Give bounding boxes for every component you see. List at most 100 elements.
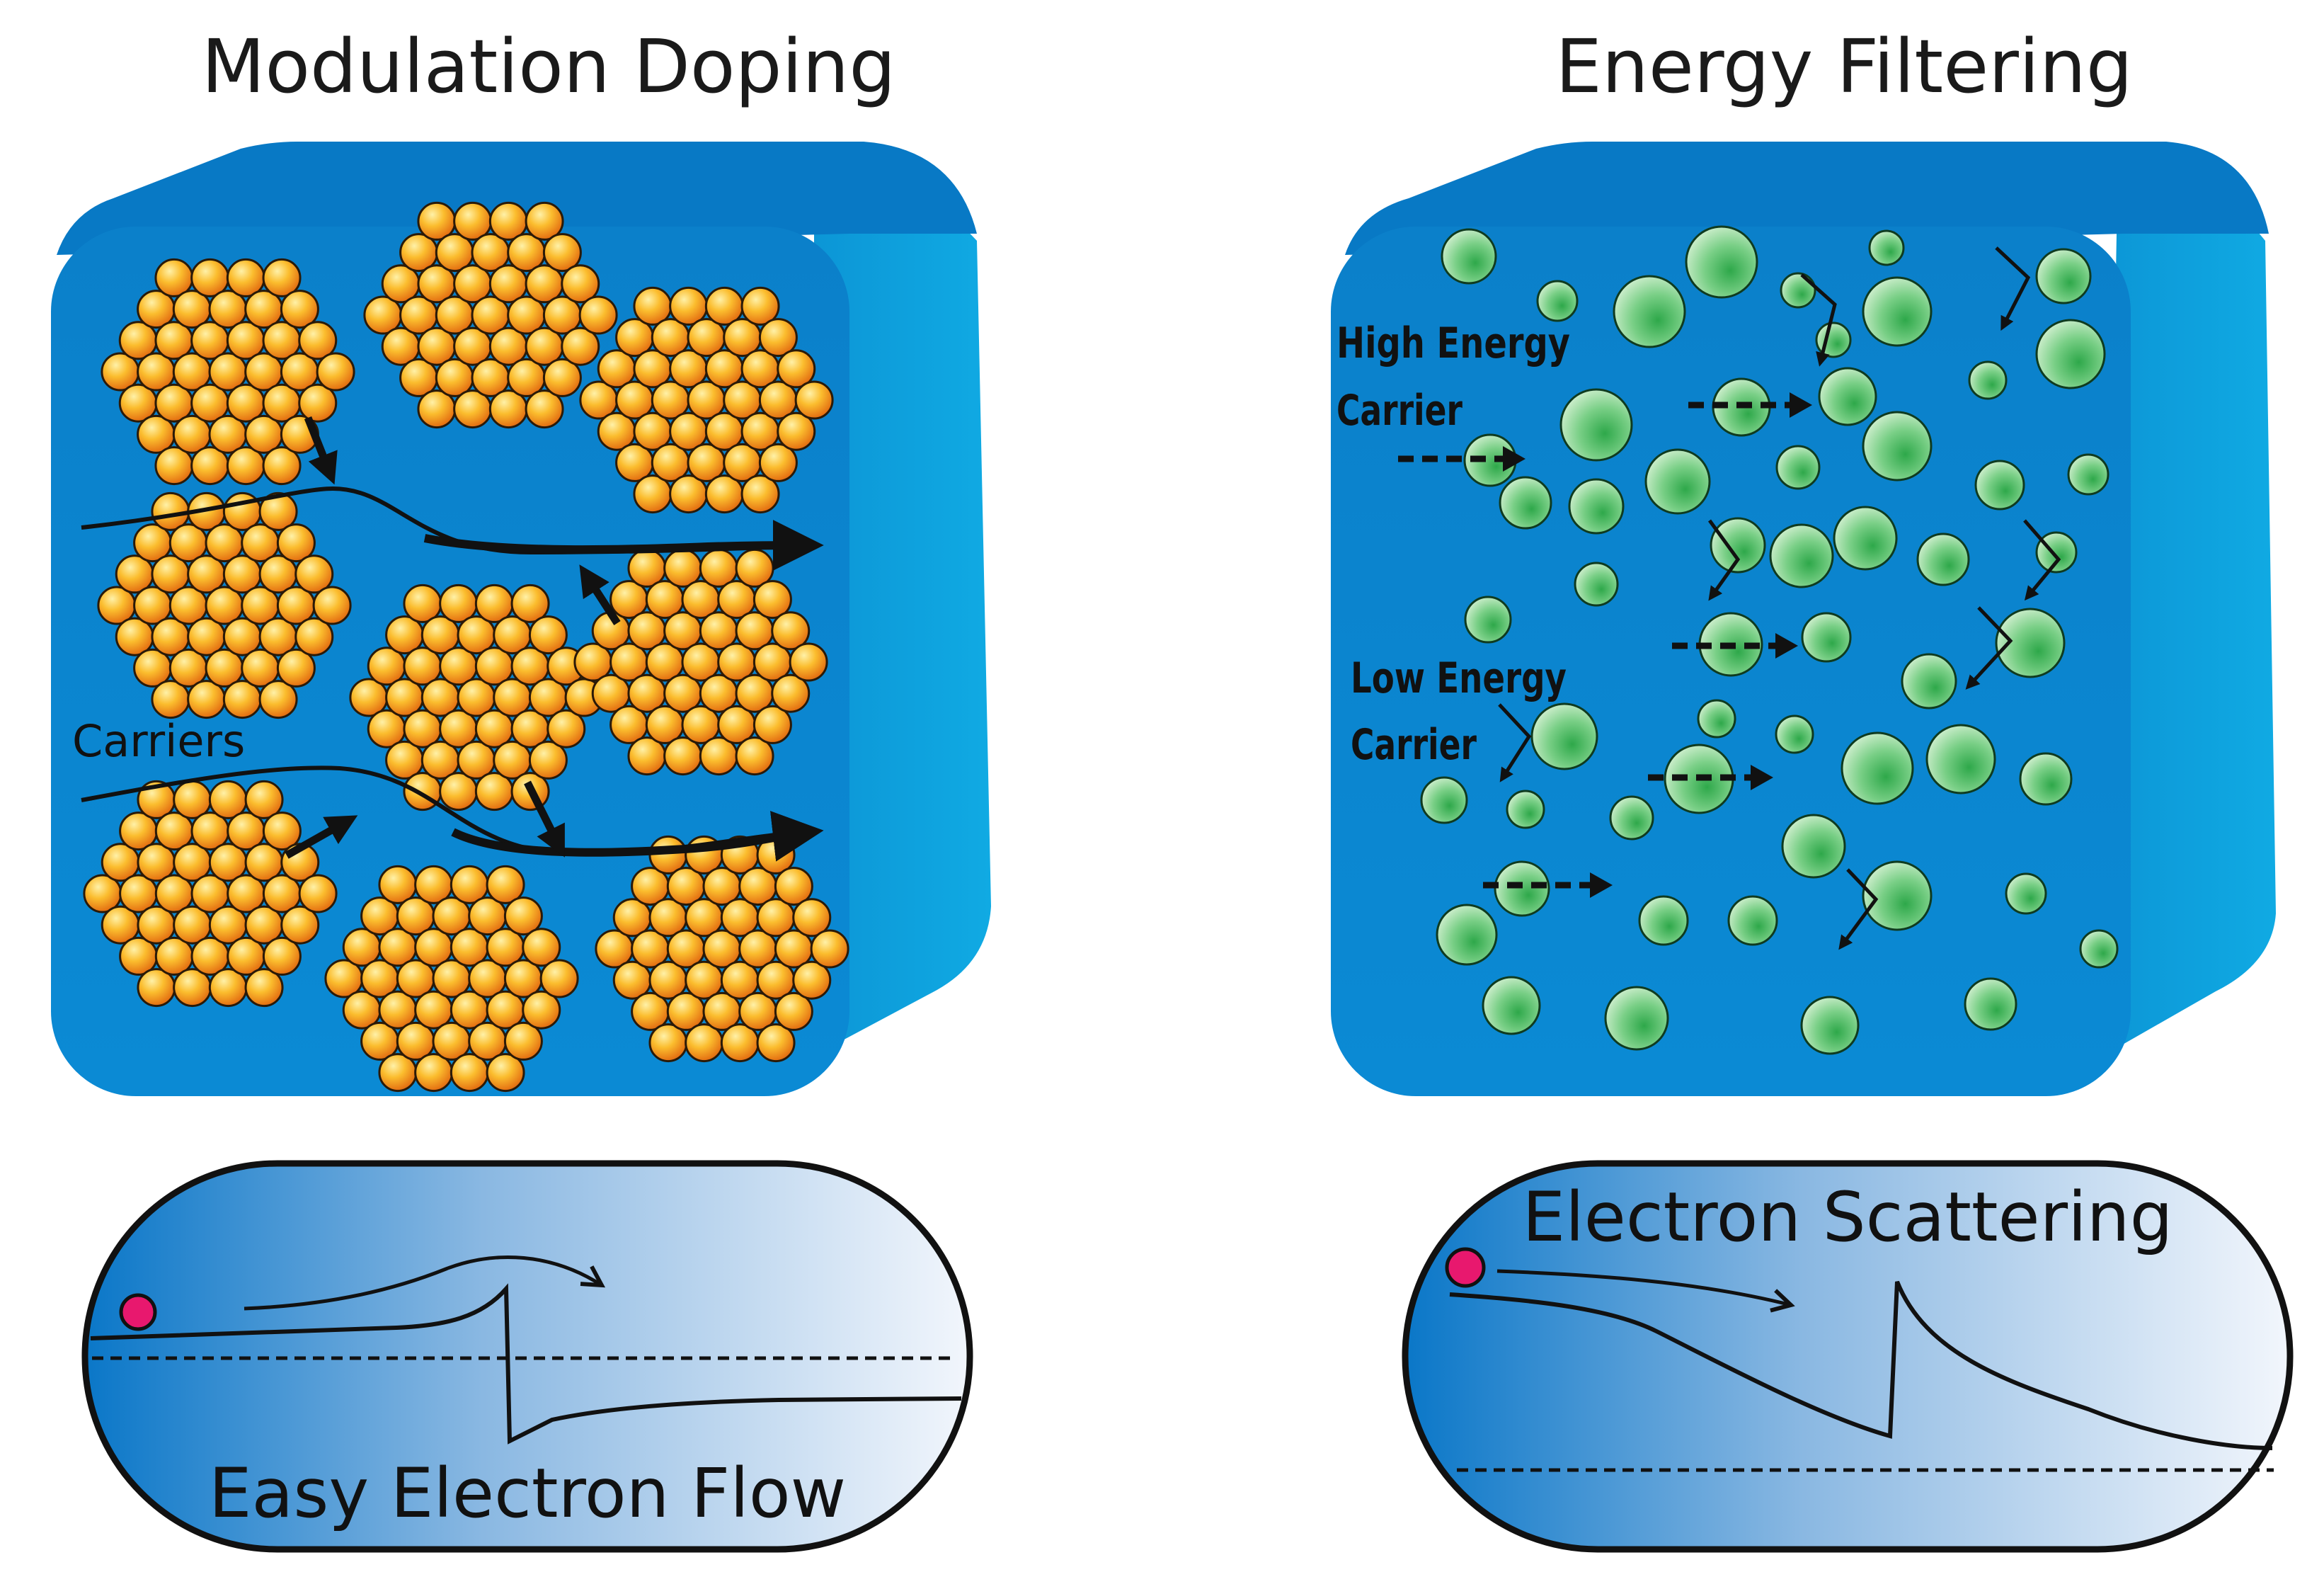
dopant-cluster (595, 835, 849, 1063)
cluster-sphere (258, 491, 298, 531)
scattered-carrier-arrow (2023, 519, 2061, 601)
dopant-cluster (83, 780, 338, 1008)
cluster-sphere (735, 736, 774, 776)
cluster-sphere (758, 318, 798, 358)
scattered-carrier-arrow (1498, 703, 1532, 782)
cluster-sphere (542, 233, 582, 273)
cluster-sphere (312, 586, 352, 625)
carriers-label: Carriers (72, 715, 245, 767)
cluster-sphere (774, 867, 813, 906)
cluster-sphere (503, 896, 543, 936)
nanoparticle (2019, 752, 2073, 806)
cluster-sphere (528, 740, 568, 780)
nanoparticle (1925, 724, 1996, 794)
scattered-carrier-arrow (1965, 606, 2013, 690)
cluster-sphere (298, 383, 338, 423)
nanoparticle (2005, 872, 2047, 915)
nanoparticle (1604, 986, 1669, 1051)
nanoparticles (1420, 225, 2119, 1055)
conduction-band-line (90, 1283, 962, 1445)
nanoparticle (1536, 280, 1579, 322)
carrier-arrow (304, 416, 338, 485)
cluster-sphere (542, 358, 582, 397)
electron-icon (1445, 1247, 1486, 1288)
nanoparticle (1800, 996, 1860, 1055)
cluster-sphere (774, 991, 813, 1031)
nanoparticle (1464, 596, 1512, 644)
dopant-cluster (324, 865, 579, 1093)
passing-carrier-arrowhead (1590, 872, 1613, 898)
left-band-pill (81, 1160, 973, 1553)
carrier-arrow (285, 815, 358, 859)
cluster-sphere (794, 380, 834, 420)
nanoparticle (1781, 814, 1846, 879)
easy-electron-flow-label: Easy Electron Flow (209, 1454, 846, 1533)
cluster-sphere (294, 554, 334, 594)
nanoparticle (2067, 453, 2110, 496)
right-band-diagram: Electron Scattering (1402, 1160, 2294, 1553)
cluster-sphere (276, 523, 316, 563)
nanoparticle (1974, 460, 2025, 511)
carrier-path-bottom-bold (451, 811, 824, 862)
cluster-sphere (294, 617, 334, 656)
nanoparticle (1995, 608, 2066, 678)
cluster-sphere (244, 780, 284, 819)
cluster-sphere (525, 201, 564, 241)
nanoparticle (1968, 360, 2008, 400)
cluster-sphere (561, 264, 600, 304)
high-energy-label-line1: High Energy (1336, 319, 1570, 368)
cluster-sphere (316, 352, 355, 392)
carrier-path-top-bold (423, 520, 824, 571)
cluster-sphere (276, 648, 316, 688)
nanoparticle (1568, 478, 1625, 535)
low-energy-label-line2: Carrier (1351, 720, 1477, 770)
cluster-sphere (546, 709, 586, 748)
carrier-arrow (579, 564, 621, 625)
cluster-sphere (792, 960, 832, 1000)
cluster-sphere (752, 580, 792, 620)
cluster-sphere (522, 990, 561, 1030)
nanoparticle (1841, 731, 1914, 805)
nanoparticle (2035, 531, 2078, 574)
dopant-cluster (97, 491, 352, 719)
nanoparticle (1644, 448, 1711, 515)
nanoparticle (1685, 225, 1758, 299)
scattering-arrow (1496, 1269, 1791, 1305)
passing-carrier-arrowhead (1790, 392, 1812, 418)
conduction-band-line (1449, 1280, 2273, 1450)
nanoparticle (1530, 702, 1598, 770)
electron-icon (119, 1293, 157, 1331)
cluster-sphere (740, 286, 780, 326)
carrier-arrow (524, 780, 565, 858)
nanoparticle (1482, 976, 1541, 1035)
electron-scattering-label: Electron Scattering (1522, 1178, 2173, 1257)
cluster-sphere (262, 446, 302, 486)
nanoparticle (1710, 517, 1766, 574)
nanoparticle (1769, 523, 1834, 588)
passing-carrier-arrowhead (1751, 765, 1773, 790)
nanoparticle (1862, 276, 1933, 347)
cluster-sphere (244, 968, 284, 1008)
high-energy-label-line2: Carrier (1336, 386, 1462, 435)
scattered-carrier-arrow (1838, 868, 1879, 950)
nanoparticle (1441, 228, 1497, 285)
cluster-sphere (789, 642, 828, 682)
nanoparticle (1964, 977, 2017, 1031)
dopant-cluster (349, 583, 604, 811)
cluster-sphere (262, 811, 302, 851)
nanoparticle (1775, 445, 1821, 490)
cluster-sphere (777, 411, 816, 451)
cluster-sphere (758, 443, 798, 482)
cluster-sphere (298, 321, 338, 360)
low-energy-label-line1: Low Energy (1351, 654, 1567, 703)
cluster-sphere (280, 905, 320, 945)
left-block-side (814, 186, 991, 1048)
cluster-sphere (771, 611, 811, 651)
nanoparticle (1506, 790, 1545, 829)
nanoparticle (1697, 699, 1736, 739)
cluster-sphere (528, 615, 568, 655)
cluster-sphere (262, 258, 302, 297)
nanoparticle (1613, 275, 1686, 348)
nanoparticle (1868, 229, 1905, 266)
